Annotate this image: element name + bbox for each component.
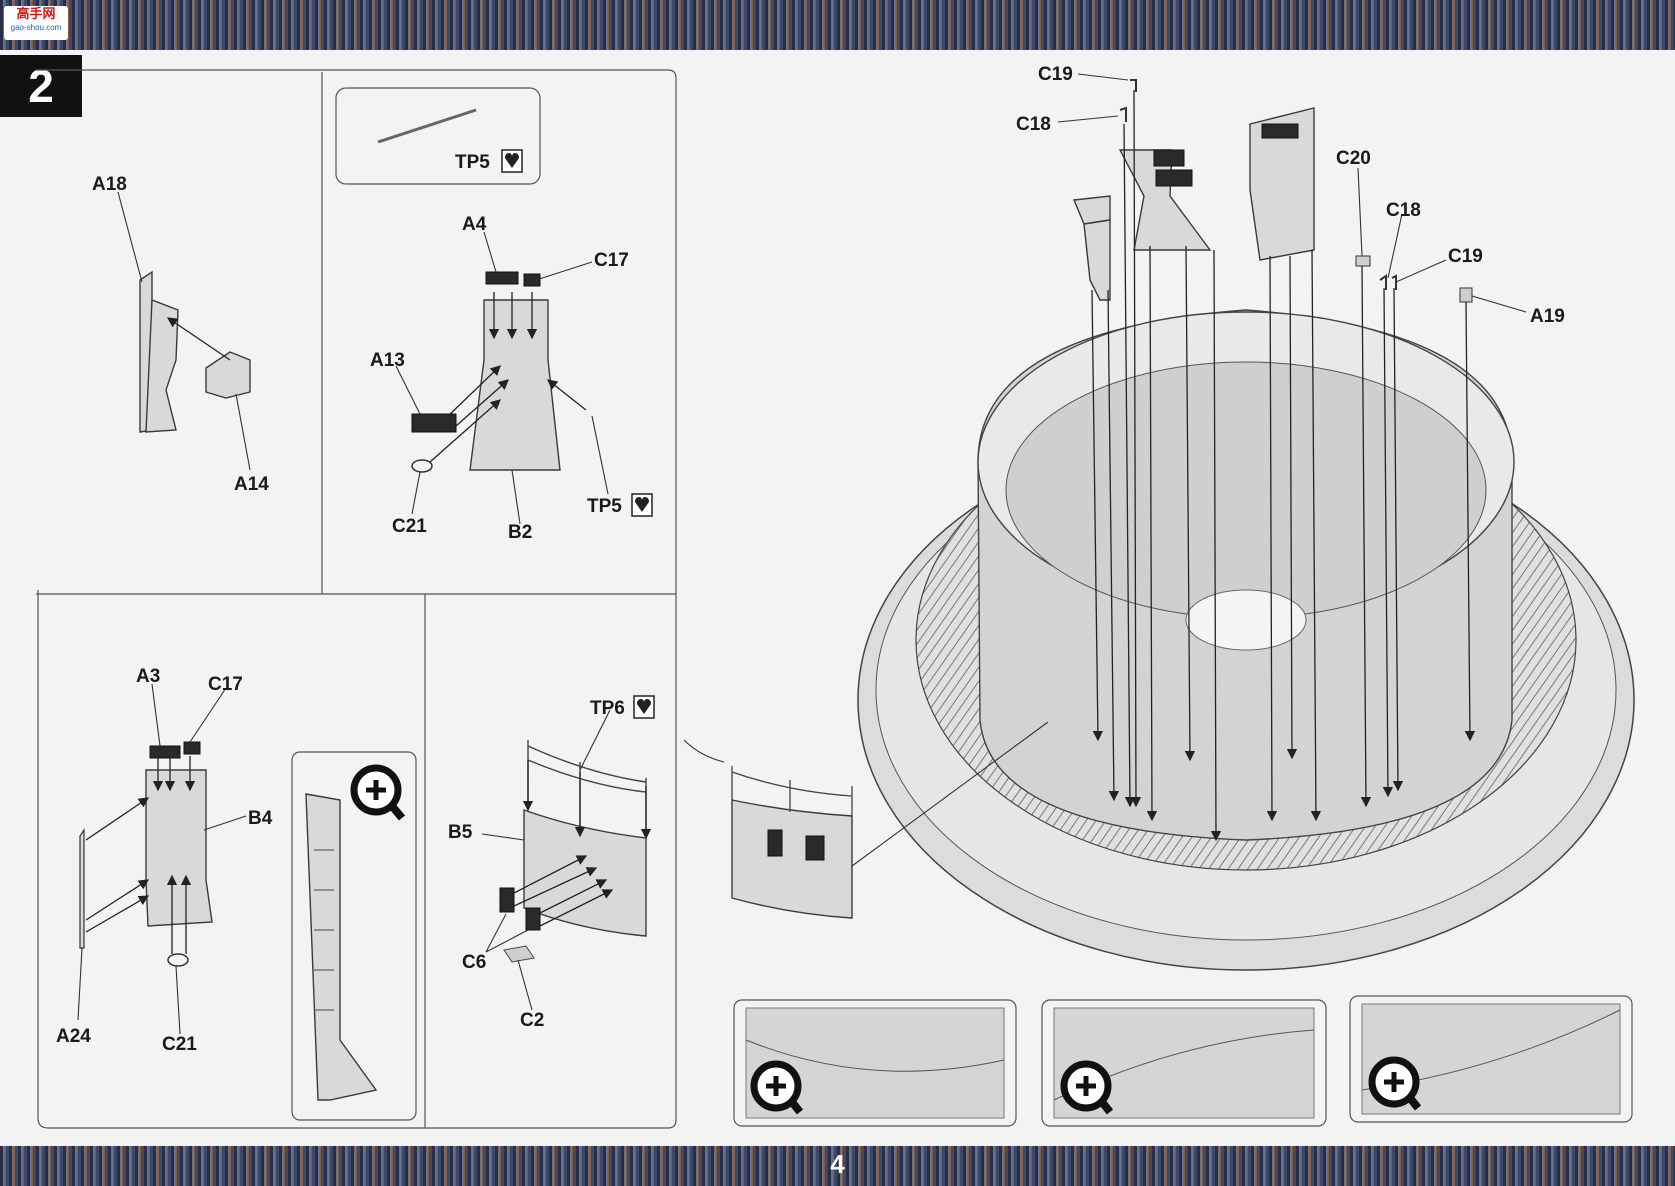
label-B5: B5 <box>448 822 473 843</box>
tp-icon <box>501 149 523 173</box>
label-C21: C21 <box>162 1034 197 1055</box>
page-number: 4 <box>830 1149 845 1179</box>
zoom-icon <box>750 1060 804 1115</box>
label-A18: A18 <box>92 174 127 195</box>
label-C20: C20 <box>1336 148 1371 169</box>
label-C17: C17 <box>208 674 243 695</box>
label-A13: A13 <box>370 350 405 371</box>
label-C2: C2 <box>520 1010 544 1031</box>
zoom-icon <box>1368 1056 1422 1111</box>
label-A24: A24 <box>56 1026 91 1047</box>
label-TP5-box: TP5 <box>455 152 490 173</box>
label-C17: C17 <box>594 250 629 271</box>
zoom-icon <box>1060 1060 1114 1115</box>
panel-bottom-mid: TP6 B5 C6 C2 <box>448 695 655 1031</box>
label-B2: B2 <box>508 522 532 543</box>
main-assembly: C19 C18 C20 C18 C19 A19 <box>683 64 1635 971</box>
panel-top-left: A18 A14 <box>92 174 269 495</box>
panel-frames <box>35 69 1633 1129</box>
label-C21: C21 <box>392 516 427 537</box>
header-stripe <box>0 0 1675 50</box>
label-B4: B4 <box>248 808 273 829</box>
label-TP6: TP6 <box>590 698 625 719</box>
panel-top-mid: TP5 A4 C17 A13 C21 B2 TP5 <box>370 108 653 543</box>
panel-bottom-left: A3 C17 B4 A24 C21 <box>56 666 406 1101</box>
label-A3: A3 <box>136 666 160 687</box>
label-A14: A14 <box>234 474 269 495</box>
label-C18-right: C18 <box>1386 200 1421 221</box>
step-number-badge: 2 <box>0 55 82 117</box>
label-TP5: TP5 <box>587 496 622 517</box>
label-A4: A4 <box>462 214 487 235</box>
tp-icon <box>631 493 653 517</box>
label-A19: A19 <box>1530 306 1565 327</box>
label-C6: C6 <box>462 952 486 973</box>
tp-icon <box>633 695 655 719</box>
zoom-icon <box>350 764 406 821</box>
label-C18: C18 <box>1016 114 1051 135</box>
label-C19: C19 <box>1038 64 1073 85</box>
zoom-details <box>745 1003 1621 1119</box>
footer-stripe <box>0 1146 1675 1186</box>
label-C19-right: C19 <box>1448 246 1483 267</box>
